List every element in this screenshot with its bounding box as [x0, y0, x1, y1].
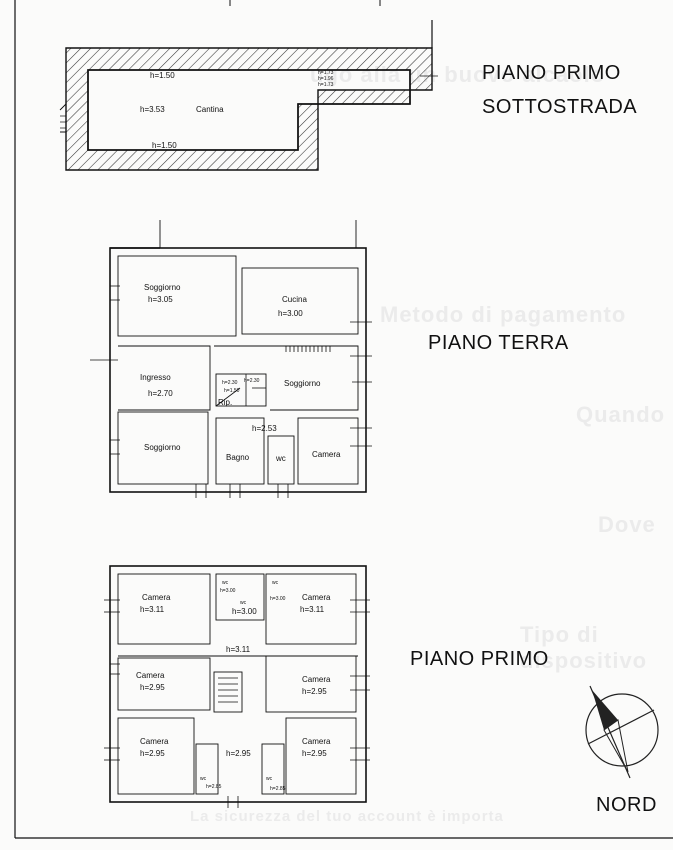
- svg-text:h=3.00: h=3.00: [270, 596, 286, 602]
- svg-text:h=3.11: h=3.11: [140, 605, 165, 614]
- cellar-height-top: h=1.50: [150, 71, 175, 80]
- cellar-height-mid: h=3.53: [140, 105, 165, 114]
- label-soggiorno-2: Soggiorno: [144, 443, 181, 452]
- svg-text:h=2.30: h=2.30: [222, 380, 238, 386]
- svg-text:wc: wc: [222, 580, 229, 586]
- svg-text:h=1.96: h=1.96: [318, 76, 334, 82]
- bleed-through-text: Dove: [598, 512, 656, 537]
- label-soggiorno-1: Soggiorno: [144, 283, 181, 292]
- label-camera-5: Camera: [140, 737, 169, 746]
- svg-text:h=2.30: h=2.30: [244, 378, 260, 384]
- svg-text:h=3.00: h=3.00: [232, 607, 257, 616]
- title-piano-primo: PIANO PRIMO: [410, 648, 549, 670]
- north-label: NORD: [596, 794, 657, 816]
- label-camera: Camera: [312, 450, 341, 459]
- first-floor-plan: Camera h=3.11 wc h=3.00 wc h=3.00 h=3.00…: [104, 565, 370, 808]
- bleed-through-text: Quando: [576, 402, 666, 427]
- svg-text:h=3.05: h=3.05: [148, 295, 173, 304]
- svg-text:h=1.73: h=1.73: [318, 70, 334, 76]
- svg-text:h=2.85: h=2.85: [270, 786, 286, 792]
- title-piano-terra: PIANO TERRA: [428, 332, 569, 354]
- cellar-plan: h=1.50 h=3.53 Cantina h=1.50 h=1.73 h=1.…: [59, 20, 438, 171]
- title-sottostrada-line2: SOTTOSTRADA: [482, 96, 638, 118]
- label-camera-3: Camera: [136, 671, 165, 680]
- svg-text:h=3.00: h=3.00: [220, 588, 236, 594]
- svg-text:h=2.70: h=2.70: [148, 389, 173, 398]
- svg-text:wc: wc: [240, 600, 247, 606]
- svg-text:h=2.95: h=2.95: [140, 749, 165, 758]
- cellar-room-label: Cantina: [196, 105, 224, 114]
- label-camera-6: Camera: [302, 737, 331, 746]
- label-bagno: Bagno: [226, 453, 250, 462]
- svg-text:h=2.85: h=2.85: [206, 784, 222, 790]
- north-arrow-icon: [585, 685, 659, 779]
- svg-text:h=1.73: h=1.73: [318, 82, 334, 88]
- cellar-height-bottom: h=1.50: [152, 141, 177, 150]
- ground-floor-plan: Soggiorno h=3.05 Cucina h=3.00 Ingresso …: [90, 220, 372, 498]
- label-wc: wc: [275, 454, 286, 463]
- svg-text:h=2.95: h=2.95: [302, 687, 327, 696]
- bleed-through-text: La sicurezza del tuo account è importa: [190, 808, 504, 825]
- svg-text:h=2.95: h=2.95: [302, 749, 327, 758]
- svg-text:wc: wc: [272, 580, 279, 586]
- title-sottostrada-line1: PIANO PRIMO: [482, 62, 621, 84]
- label-camera-1: Camera: [142, 593, 171, 602]
- bleed-through-text: Tipo di dispositivo: [520, 622, 648, 673]
- label-camera-4: Camera: [302, 675, 331, 684]
- svg-text:h=2.95: h=2.95: [140, 683, 165, 692]
- svg-text:h=3.00: h=3.00: [278, 309, 303, 318]
- svg-text:h=2.53: h=2.53: [252, 424, 277, 433]
- svg-text:h=1.50: h=1.50: [224, 388, 240, 394]
- label-cucina: Cucina: [282, 295, 307, 304]
- label-soggiorno-3: Soggiorno: [284, 379, 321, 388]
- svg-text:h=3.11: h=3.11: [300, 605, 325, 614]
- label-camera-2: Camera: [302, 593, 331, 602]
- svg-text:wc: wc: [266, 776, 273, 782]
- svg-text:wc: wc: [200, 776, 207, 782]
- svg-text:h=3.11: h=3.11: [226, 645, 251, 654]
- svg-text:h=2.95: h=2.95: [226, 749, 251, 758]
- bleed-through-text: Metodo di pagamento: [380, 302, 627, 327]
- label-rip: Rip.: [218, 398, 232, 407]
- label-ingresso: Ingresso: [140, 373, 171, 382]
